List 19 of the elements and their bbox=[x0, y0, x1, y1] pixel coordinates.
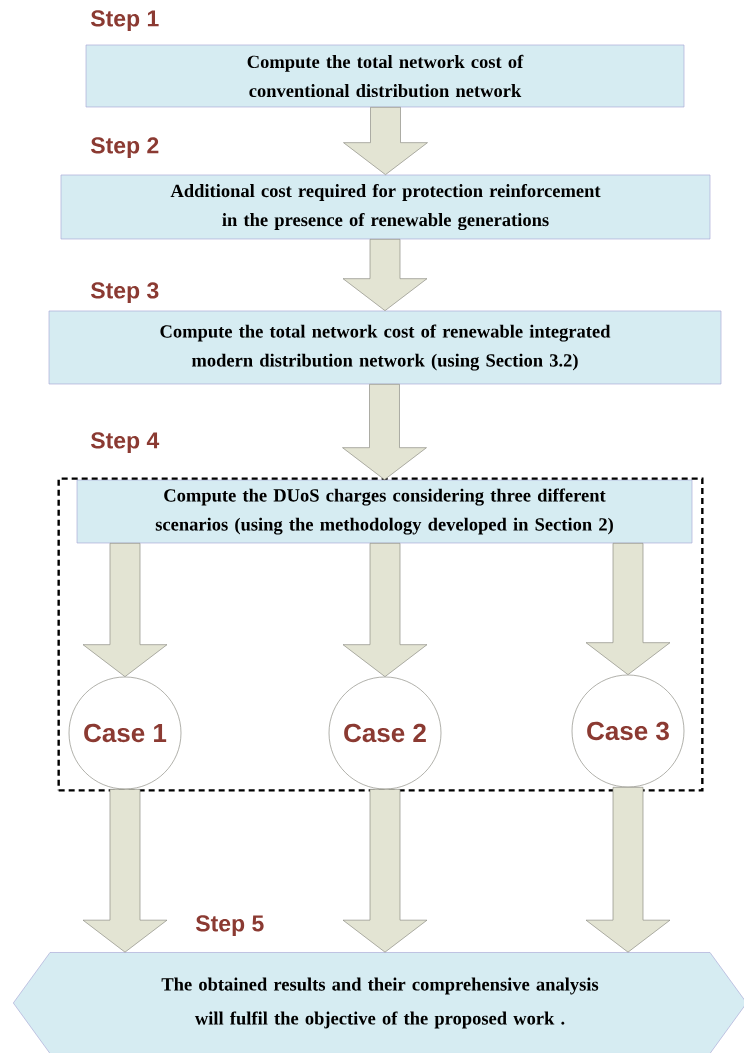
block-arrow bbox=[82, 789, 168, 953]
process-box: Compute the total network cost of conventional distribution network bbox=[85, 44, 685, 108]
block-arrow bbox=[342, 239, 428, 311]
block-arrow bbox=[342, 384, 427, 480]
block-arrow bbox=[585, 787, 671, 953]
result-hexagon: The obtained results and their comprehensive analysis will fulfil the objective of the proposed work . bbox=[12, 952, 744, 1053]
block-arrow bbox=[585, 543, 671, 675]
block-arrow bbox=[82, 543, 168, 677]
process-box: Compute the total network cost of renewable integrated modern distribution network (using Section 3.2) bbox=[48, 310, 722, 385]
step-label: Step 2 bbox=[90, 137, 159, 159]
process-box: Additional cost required for protection reinforcement in the presence of renewable generations bbox=[60, 174, 711, 240]
block-arrow bbox=[342, 789, 428, 953]
process-box: Compute the DUoS charges considering three different scenarios (using the methodology developed in Section 2) bbox=[76, 479, 693, 544]
step-label: Step 5 bbox=[195, 915, 264, 937]
step-label: Step 3 bbox=[90, 282, 159, 304]
block-arrow bbox=[342, 543, 428, 677]
node-label: Step 4 bbox=[90, 432, 160, 454]
step-label: Step 1 bbox=[90, 10, 159, 32]
block-arrow bbox=[343, 107, 428, 175]
